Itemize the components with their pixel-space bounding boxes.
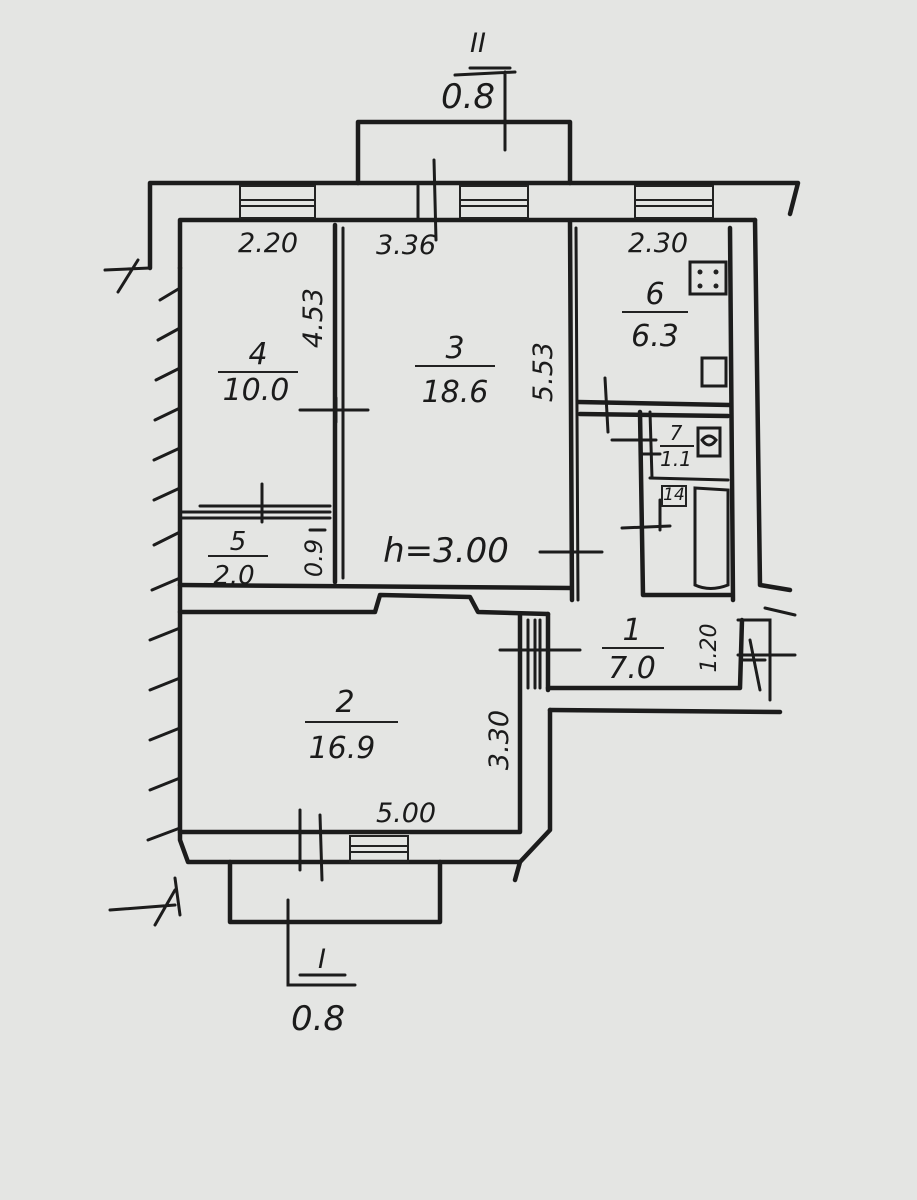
room-5-label: 5 2.0 [208,527,268,591]
room-2-number: 2 [335,685,354,720]
dim-3-30: 3.30 [484,710,515,770]
room-5-number: 5 [230,527,247,557]
dim-3-36: 3.36 [376,230,436,261]
dim-2-20: 2.20 [238,228,298,259]
room-3-area: 18.6 [422,375,489,410]
room-5-area: 2.0 [213,561,254,591]
room-14-number: 14 [663,485,685,505]
room-14-label: 14 [661,485,687,507]
dim-4-53: 4.53 [298,288,329,348]
dim-2-30: 2.30 [628,228,688,259]
room-6-number: 6 [645,277,664,312]
room-6-label: 6 6.3 [622,277,688,354]
dim-1-20: 1.20 [697,624,722,673]
room-2-label: 2 16.9 [305,685,398,766]
room-6-area: 6.3 [631,319,679,354]
balcony-top-label: II 0.8 [441,28,495,117]
balcony-bottom-number: I [318,944,326,975]
balcony-bottom-label: I 0.8 [291,944,345,1039]
ceiling-height: h=3.00 [383,531,509,571]
room-7-number: 7 [670,421,683,445]
walls [103,180,801,927]
balcony-top [355,66,573,186]
balcony-top-area: 0.8 [441,77,495,117]
room-1-number: 1 [622,613,641,648]
room-4-number: 4 [248,337,267,372]
balcony-top-number: II [470,28,486,59]
room-7-area: 1.1 [660,447,692,471]
windows [239,158,714,882]
room-7-label: 7 1.1 [660,421,694,471]
room-4-area: 10.0 [223,373,290,408]
room-3-label: 3 18.6 [415,331,495,410]
room-2-area: 16.9 [309,731,376,766]
dim-5-00: 5.00 [376,798,436,829]
balcony-bottom [227,859,443,987]
dim-5-53: 5.53 [528,342,559,402]
dim-0-9: 0.9 [300,539,328,577]
room-1-area: 7.0 [608,651,656,686]
dimensions: 2.20 3.36 2.30 4.53 5.53 0.9 3.30 5.00 1… [238,228,722,829]
room-3-number: 3 [445,331,464,366]
room-4-label: 4 10.0 [218,337,298,408]
balcony-bottom-area: 0.8 [291,999,345,1039]
room-1-label: 1 7.0 [602,613,664,686]
